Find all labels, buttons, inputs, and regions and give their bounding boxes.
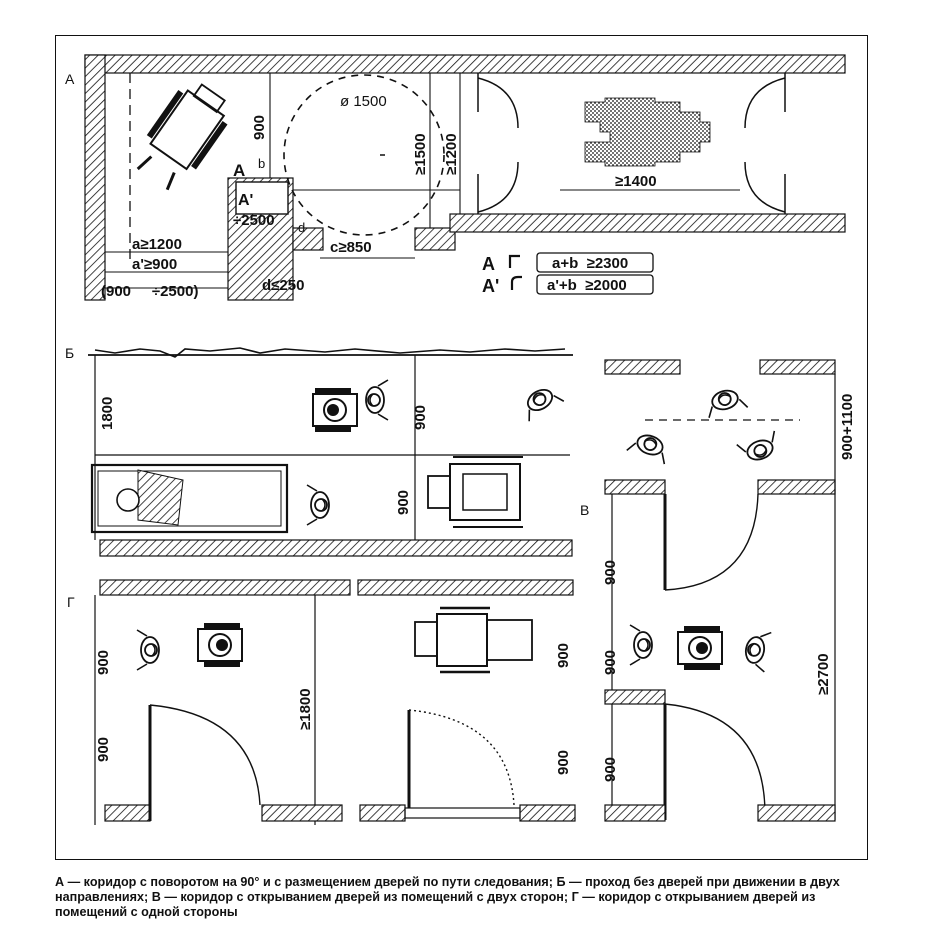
wheelchair-diagonal-icon — [136, 83, 228, 191]
dim-900-v-c: 900 — [602, 757, 619, 782]
dim-900-bottom-label: 900 — [395, 490, 412, 515]
legend-formula-a: a+b ≥2300 — [552, 255, 628, 272]
door-jamb-left — [292, 227, 324, 251]
dim-a-label: a≥1200 — [132, 236, 182, 253]
dim-900-g-a: 900 — [95, 650, 112, 675]
section-v: В 900+1100 900 900 900 ≥2700 — [580, 359, 856, 822]
section-v-label: В — [580, 502, 589, 518]
dim-b-label: b — [258, 156, 265, 171]
turn-label-alt: А' — [238, 192, 253, 209]
figure-caption: А — коридор с поворотом на 90° и с разме… — [55, 875, 885, 920]
dim-1800-g: ≥1800 — [297, 688, 314, 730]
dim-900-top-label: 900 — [412, 405, 429, 430]
patient-head-icon — [116, 488, 140, 512]
walker-icon-v — [741, 627, 773, 673]
wall-b-bottom — [99, 539, 573, 557]
dim-900-g-c: 900 — [555, 643, 572, 668]
door-pair-left — [477, 73, 519, 214]
dim-900-1100-label: 900+1100 — [839, 394, 856, 460]
walker-top-icon — [517, 381, 565, 423]
section-b: Б 1800 900 900 — [65, 345, 573, 557]
dim-1400-label: ≥1400 — [615, 173, 657, 190]
door-swing-g-right — [408, 709, 515, 806]
dim-900-g-d: 900 — [555, 750, 572, 775]
attendant-icon-v — [629, 624, 653, 666]
section-g-label: Г — [67, 594, 75, 610]
section-g: Г 900 900 ≥1800 900 900 — [67, 579, 576, 825]
corner-label-box — [235, 181, 289, 215]
dim-c-label: c≥850 — [330, 239, 372, 256]
dim-1500-label: ≥1500 — [412, 133, 429, 175]
walking-person-icon-2 — [702, 385, 749, 419]
section-a: А — [65, 54, 846, 301]
legend-symbol-a: А — [482, 254, 495, 274]
section-a-label: А — [65, 71, 75, 87]
dim-900-label: 900 — [251, 115, 268, 140]
dim-2700-label: ≥2700 — [815, 653, 832, 695]
walking-person-icon-3 — [735, 430, 783, 467]
turn-label: А — [233, 161, 245, 180]
circle-dim: ø 1500 — [340, 93, 387, 110]
wheelchair-user-icon — [312, 387, 358, 433]
door-pair-right — [744, 73, 786, 214]
wheelchair-user-icon-g — [197, 622, 243, 668]
dim-d-le-label: d≤250 — [262, 277, 304, 294]
caption-text: А — коридор с поворотом на 90° и с разме… — [55, 875, 840, 919]
dim-1800-label: 1800 — [99, 397, 116, 430]
dim-900-g-b: 900 — [95, 737, 112, 762]
wall-top — [84, 54, 846, 74]
dim-900-v-b: 900 — [602, 650, 619, 675]
dim-range-label: (900 ÷2500) — [101, 283, 198, 300]
stretcher-top-view — [584, 97, 711, 167]
attendant-icon-g — [136, 629, 160, 671]
legend: А a+b ≥2300 А' a'+b ≥2000 — [482, 252, 654, 296]
attendant-icon — [365, 379, 389, 421]
figure-frame — [55, 35, 868, 860]
wall-bottom — [449, 213, 846, 233]
attendant-pushing-icon — [306, 484, 330, 526]
empty-wheelchair-icon-g — [414, 606, 533, 674]
dim-d-label: d — [298, 220, 305, 235]
dim-a-prime-label: a'≥900 — [132, 256, 177, 273]
corridor-plans-drawing: А — [65, 54, 856, 825]
walking-person-icon — [625, 428, 673, 465]
dim-2500-label: ÷2500 — [233, 212, 275, 229]
wall-left — [84, 54, 106, 301]
dim-1200-label: ≥1200 — [443, 133, 460, 175]
door-swing-v — [664, 493, 759, 591]
dim-900-v-a: 900 — [602, 560, 619, 585]
legend-formula-a-prime: a'+b ≥2000 — [547, 277, 627, 294]
empty-wheelchair-icon — [427, 456, 523, 528]
turning-circle — [283, 74, 445, 236]
section-b-label: Б — [65, 345, 74, 361]
legend-symbol-a-prime: А' — [482, 276, 499, 296]
wheelchair-user-icon-v — [677, 625, 723, 671]
door-swing-v-lower — [664, 703, 766, 815]
door-jamb-right — [414, 227, 456, 251]
stretcher-bed — [90, 463, 289, 534]
door-swing-g-left — [149, 704, 261, 806]
